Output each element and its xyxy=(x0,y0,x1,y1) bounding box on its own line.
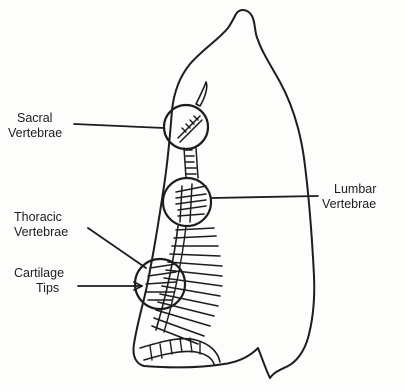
sacral-leader-line xyxy=(74,124,164,128)
cartilage-tips-label: Cartilage Tips xyxy=(14,266,64,296)
cartilage-label-line2: Tips xyxy=(14,281,64,296)
thoracic-label-line1: Thoracic xyxy=(14,210,68,225)
sacral-vertebrae-label: Sacral Vertebrae xyxy=(8,111,62,141)
cartilage-label-line1: Cartilage xyxy=(14,266,64,281)
lumbar-label-line2: Vertebrae xyxy=(322,197,376,212)
thoracic-label-line2: Vertebrae xyxy=(14,225,68,240)
ribs xyxy=(152,228,222,344)
sacral-vertebrae-segments xyxy=(178,116,202,142)
thoracic-vertebrae-label: Thoracic Vertebrae xyxy=(14,210,68,240)
lumbar-vertebrae-segments xyxy=(176,184,206,222)
aitch-slit xyxy=(196,82,207,106)
sacral-label-line1: Sacral xyxy=(8,111,62,126)
sacral-label-line2: Vertebrae xyxy=(8,126,62,141)
carcass-outline xyxy=(133,10,314,378)
lumbar-leader-line xyxy=(212,196,318,198)
sternum-band-inner xyxy=(144,351,214,364)
thoracic-leader-line xyxy=(88,228,146,268)
spine-column xyxy=(184,148,198,178)
lumbar-label-line1: Lumbar xyxy=(322,182,376,197)
lumbar-vertebrae-label: Lumbar Vertebrae xyxy=(322,182,376,212)
